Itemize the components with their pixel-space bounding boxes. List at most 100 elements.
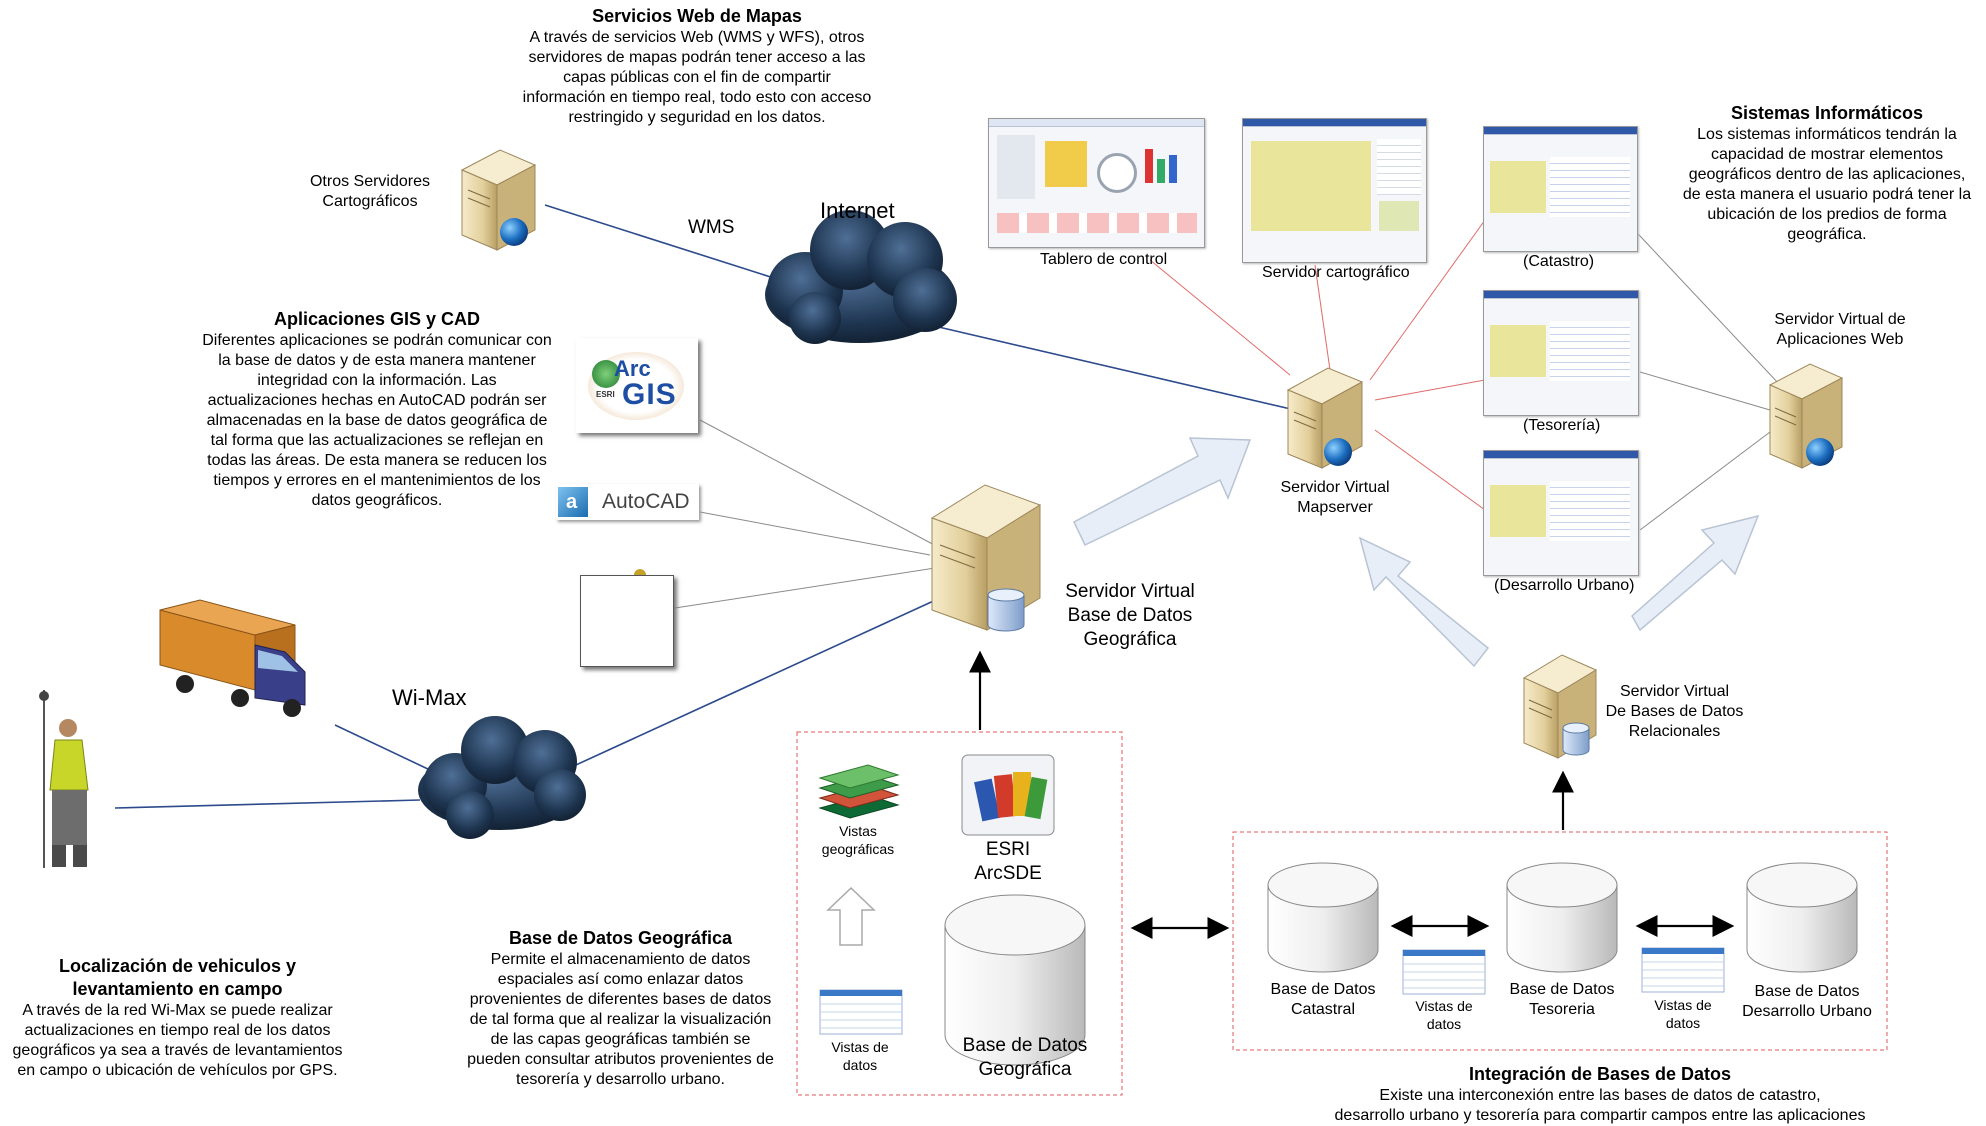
- information-systems-line: capacidad de mostrar elementos: [1710, 146, 1944, 163]
- geo-data-views-label: Vistas de datos: [820, 1038, 900, 1074]
- internet-label: Internet: [820, 198, 895, 223]
- views-label-line: Vistas de: [1654, 997, 1712, 1013]
- web-map-services-line: restringido y seguridad en los datos.: [568, 109, 826, 126]
- desarrollo-db-label-line: Desarrollo Urbano: [1742, 1003, 1872, 1020]
- arrow-relational-to-webapp: [1631, 514, 1760, 632]
- geo-database-line: de las capas geográficas también se: [490, 1031, 751, 1048]
- relational-server-label-line: De Bases de Datos: [1605, 703, 1744, 720]
- desarrollo-db-label: Base de Datos Desarrollo Urbano: [1737, 982, 1877, 1022]
- views-label-line: Vistas de: [1415, 998, 1473, 1014]
- catastral-db-label: Base de Datos Catastral: [1263, 980, 1383, 1020]
- db-server-label: Servidor Virtual Base de Datos Geográfic…: [1045, 580, 1215, 652]
- geo-db-label-line: Geográfica: [978, 1059, 1072, 1080]
- arcgis-globe-icon: [592, 360, 620, 388]
- vehicle-location-title: levantamiento en campo: [72, 979, 283, 999]
- autocad-text: AutoCAD: [602, 490, 690, 513]
- vehicle-location-block: Localización de vehiculos y levantamient…: [0, 955, 355, 1081]
- vehicle-location-line: en campo o ubicación de vehículos por GP…: [17, 1062, 338, 1079]
- arcgis-logo: Arc ESRI GIS: [576, 338, 698, 433]
- db-integration-title: Integración de Bases de Datos: [1468, 1064, 1732, 1084]
- wimax-label: Wi-Max: [392, 685, 467, 710]
- geo-data-views-label-line: Vistas de: [831, 1039, 889, 1055]
- surveyor-icon: [39, 690, 89, 868]
- mapserver-label-line: Mapserver: [1297, 499, 1373, 516]
- web-map-services-block: Servicios Web de Mapas A través de servi…: [502, 5, 892, 128]
- catastro-caption: (Catastro): [1523, 253, 1595, 270]
- other-servers-label: Otros Servidores Cartográficos: [300, 172, 440, 212]
- geo-database-line: tesorería y desarrollo urbano.: [516, 1071, 725, 1088]
- black-arrows: [969, 650, 1735, 939]
- views-label-1: Vistas de datos: [1404, 997, 1484, 1033]
- web-map-services-line: servidores de mapas podrán tener acceso …: [528, 49, 866, 66]
- information-systems-line: ubicación de los predios de forma: [1707, 206, 1947, 223]
- catastral-db-cylinder-icon: [1267, 862, 1379, 973]
- wimax-cloud-icon: [418, 716, 586, 839]
- geo-database-line: de tal forma que al realizar la visualiz…: [469, 1011, 772, 1028]
- web-map-services-title: Servicios Web de Mapas: [592, 6, 802, 26]
- tesoreria-caption: (Tesorería): [1523, 417, 1601, 434]
- web-app-server-label-line: Aplicaciones Web: [1776, 331, 1904, 348]
- web-app-server-label-line: Servidor Virtual de: [1774, 311, 1906, 328]
- db-integration-line: desarrollo urbano y tesorería para compa…: [1334, 1107, 1866, 1124]
- db-integration-line: Existe una interconexión entre las bases…: [1379, 1087, 1821, 1104]
- desarrollo-db-cylinder-icon: [1746, 862, 1858, 973]
- gis-cad-line: almacenadas en la base de datos geográfi…: [206, 412, 548, 429]
- views-label-line: datos: [1426, 1016, 1462, 1032]
- geo-database-line: pueden consultar atributos provenientes …: [467, 1051, 774, 1068]
- catastral-db-label-line: Catastral: [1290, 1001, 1356, 1018]
- gis-cad-line: todas las áreas. De esta manera se reduc…: [207, 452, 547, 469]
- dashboard-screenshot: [988, 118, 1205, 248]
- db-server-label-line: Geográfica: [1083, 629, 1177, 650]
- gis-cad-line: datos geográficos.: [311, 492, 443, 509]
- gis-cad-line: actualizaciones hechas en AutoCAD podrán…: [207, 392, 547, 409]
- other-servers-server-icon: [460, 149, 537, 251]
- tesoreria-screenshot: [1483, 290, 1639, 416]
- geo-db-cylinder-icon: [944, 894, 1086, 1066]
- relational-server-label-line: Relacionales: [1628, 723, 1721, 740]
- data-views-tables: [819, 947, 1725, 1035]
- relational-server-label-line: Servidor Virtual: [1619, 683, 1730, 700]
- tesoreria-db-label: Base de Datos Tesoreria: [1502, 980, 1622, 1020]
- vehicle-location-line: actualizaciones en tiempo real de los da…: [24, 1022, 331, 1039]
- arrow-relational-to-mapserver: [1358, 536, 1490, 668]
- gis-cad-line: Diferentes aplicaciones se podrán comuni…: [202, 332, 552, 349]
- arcsde-icon: [961, 754, 1055, 836]
- geo-database-line: provenientes de diferentes bases de dato…: [469, 991, 772, 1008]
- information-systems-block: Sistemas Informáticos Los sistemas infor…: [1672, 102, 1982, 245]
- hollow-up-arrow-icon: [826, 886, 876, 946]
- geo-db-label-line: Base de Datos: [962, 1035, 1088, 1056]
- catastro-screenshot: [1483, 126, 1638, 252]
- dashboard-caption: Tablero de control: [1040, 251, 1168, 268]
- geo-db-label: Base de Datos Geográfica: [955, 1034, 1095, 1082]
- vehicle-location-line: A través de la red Wi-Max se puede reali…: [22, 1002, 333, 1019]
- db-server-icon: [930, 484, 1042, 632]
- web-map-services-line: A través de servicios Web (WMS y WFS), o…: [529, 29, 865, 46]
- network-lines: [114, 204, 1296, 809]
- gis-cad-line: tiempos y errores en el mantenimientos d…: [213, 472, 541, 489]
- information-systems-line: geográfica.: [1787, 226, 1867, 243]
- desarrollo-db-label-line: Base de Datos: [1754, 983, 1860, 1000]
- relational-server-label: Servidor Virtual De Bases de Datos Relac…: [1592, 682, 1757, 742]
- views-label-2: Vistas de datos: [1643, 996, 1723, 1032]
- arcgis-arc-text: Arc: [614, 356, 651, 381]
- flow-arrows: [1073, 437, 1760, 668]
- map-server-screenshot: [1242, 118, 1427, 263]
- db-server-label-line: Base de Datos: [1067, 605, 1193, 626]
- other-servers-label-line: Otros Servidores: [309, 173, 431, 190]
- vehicle-location-line: geográficos ya sea a través de levantami…: [12, 1042, 343, 1059]
- db-server-label-line: Servidor Virtual: [1065, 581, 1195, 602]
- web-map-services-line: capas públicas con el fin de compartir: [563, 69, 831, 86]
- db-integration-block: Integración de Bases de Datos Existe una…: [1300, 1063, 1900, 1126]
- information-systems-line: geográficos dentro de las aplicaciones,: [1688, 166, 1966, 183]
- geo-db-dashed-box: [796, 731, 1123, 1096]
- gray-connectors: [674, 219, 1781, 609]
- arcsde-label: ESRI ArcSDE: [968, 838, 1048, 886]
- relational-db-dashed-box: [1232, 831, 1888, 1051]
- geo-database-line: espaciales así como enlazar datos: [497, 971, 744, 988]
- desarrollo-caption: (Desarrollo Urbano): [1494, 577, 1635, 594]
- views-label-line: datos: [1665, 1015, 1701, 1031]
- geo-database-block: Base de Datos Geográfica Permite el alma…: [448, 927, 793, 1090]
- internet-cloud-icon: [765, 210, 957, 344]
- geo-views-label-line: Vistas: [839, 823, 877, 839]
